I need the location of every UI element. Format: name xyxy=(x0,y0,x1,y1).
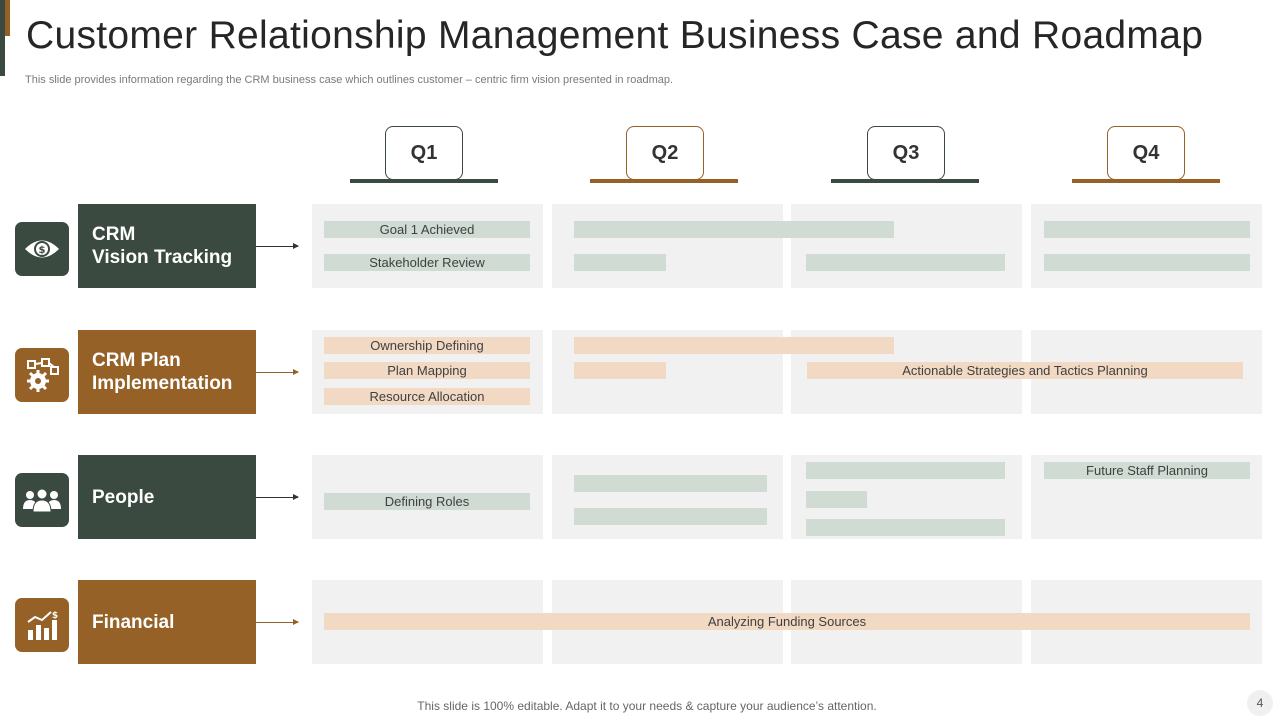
quarter-header-q3: Q3 xyxy=(867,126,945,180)
grid-cell-r1-q4 xyxy=(1031,204,1262,288)
row-label-line1: Financial xyxy=(92,611,175,633)
row-label-line1: CRM Plan xyxy=(92,350,181,371)
quarter-underline-q4 xyxy=(1072,179,1220,183)
quarter-underline-q1 xyxy=(350,179,498,183)
task-bar xyxy=(1044,254,1250,271)
task-bar-stakeholder-review: Stakeholder Review xyxy=(324,254,530,271)
row-icon-plan xyxy=(15,348,69,402)
quarter-underline-q3 xyxy=(831,179,979,183)
quarter-header-q1: Q1 xyxy=(385,126,463,180)
task-bar xyxy=(806,519,1005,536)
row-arrow-people xyxy=(256,494,299,500)
task-bar xyxy=(806,491,867,508)
task-bar xyxy=(574,337,894,354)
task-bar xyxy=(806,462,1005,479)
team-icon xyxy=(23,488,61,513)
row-label-financial: Financial xyxy=(78,580,256,664)
row-label-line1: People xyxy=(92,486,155,508)
grid-cell-r3-q2 xyxy=(552,455,783,539)
row-arrow-plan xyxy=(256,369,299,375)
task-bar-goal-achieved: Goal 1 Achieved xyxy=(324,221,530,238)
grid-cell-r1-q1 xyxy=(312,204,543,288)
svg-text:$: $ xyxy=(39,245,46,256)
task-bar-resource-allocation: Resource Allocation xyxy=(324,388,530,405)
title-accent-bar-secondary xyxy=(5,0,10,36)
title-accent-bar xyxy=(0,0,5,76)
row-arrow-financial xyxy=(256,619,299,625)
slide-subtitle: This slide provides information regardin… xyxy=(25,74,674,86)
grid-cell-r1-q2 xyxy=(552,204,783,288)
growth-chart-icon: $ xyxy=(27,611,58,640)
row-icon-financial: $ xyxy=(15,598,69,652)
eye-dollar-icon: $ xyxy=(25,240,59,258)
task-bar xyxy=(806,254,1005,271)
task-bar-future-staff: Future Staff Planning xyxy=(1044,462,1250,479)
task-bar xyxy=(574,508,767,525)
row-label-people: People xyxy=(78,455,256,539)
task-bar-defining-roles: Defining Roles xyxy=(324,493,530,510)
task-bar xyxy=(1044,221,1250,238)
task-bar xyxy=(574,221,894,238)
grid-cell-r1-q3 xyxy=(791,204,1022,288)
quarter-header-q4: Q4 xyxy=(1107,126,1185,180)
row-icon-vision: $ xyxy=(15,222,69,276)
task-bar xyxy=(574,475,767,492)
task-bar-plan-mapping: Plan Mapping xyxy=(324,362,530,379)
task-bar-ownership-defining: Ownership Defining xyxy=(324,337,530,354)
footer-note: This slide is 100% editable. Adapt it to… xyxy=(417,699,877,713)
gears-icon xyxy=(27,358,59,392)
quarter-underline-q2 xyxy=(590,179,738,183)
row-label-line1: CRM xyxy=(92,224,136,245)
row-label-line2: Implementation xyxy=(92,373,233,394)
row-arrow-vision xyxy=(256,243,299,249)
task-bar-actionable-strategies: Actionable Strategies and Tactics Planni… xyxy=(807,362,1243,379)
task-bar xyxy=(574,254,666,271)
quarter-header-q2: Q2 xyxy=(626,126,704,180)
svg-text:$: $ xyxy=(52,611,58,621)
row-icon-people xyxy=(15,473,69,527)
task-bar-analyzing-funding: Analyzing Funding Sources xyxy=(324,613,1250,630)
slide-title: Customer Relationship Management Busines… xyxy=(26,14,1204,57)
page-number: 4 xyxy=(1247,690,1273,716)
task-bar xyxy=(574,362,666,379)
row-label-line2: Vision Tracking xyxy=(92,247,233,268)
